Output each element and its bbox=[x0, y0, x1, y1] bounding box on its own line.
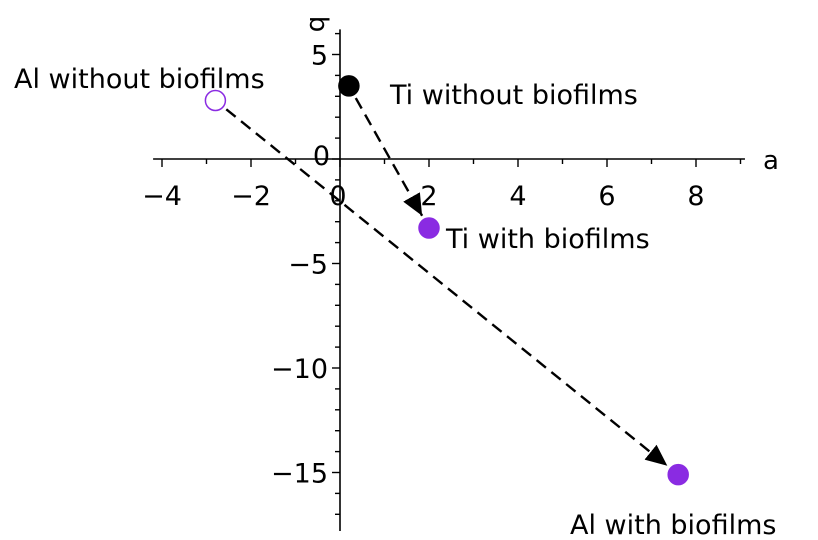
arrows bbox=[225, 97, 669, 467]
y-tick-label: −10 bbox=[271, 354, 328, 385]
y-tick-label: 0 bbox=[313, 141, 330, 172]
x-tick-label: 6 bbox=[598, 181, 615, 212]
data-point bbox=[338, 75, 360, 97]
data-point bbox=[667, 463, 689, 486]
point-labels: Al without biofilms Ti without biofilmsTi… bbox=[14, 64, 776, 540]
point-label: Al without biofilms bbox=[14, 64, 265, 95]
point-label: Ti without biofilms bbox=[389, 80, 638, 111]
dashed-arrow bbox=[354, 97, 424, 217]
data-points bbox=[204, 75, 689, 486]
data-point bbox=[418, 217, 440, 239]
x-tick-label: 2 bbox=[420, 181, 437, 212]
axes: −4 −2 0 2 4 6 8 −15 −10 −5 0 5 a b bbox=[142, 16, 779, 532]
x-tick-label: 4 bbox=[509, 181, 526, 212]
y-tick-label: 5 bbox=[311, 41, 328, 72]
point-label: Ti with biofilms bbox=[445, 224, 650, 255]
y-axis-title: b bbox=[303, 16, 333, 33]
data-point bbox=[204, 89, 227, 112]
x-tick-label: 8 bbox=[687, 181, 704, 212]
dashed-arrow bbox=[225, 108, 669, 467]
point-label: Al with biofilms bbox=[570, 510, 776, 540]
x-tick-label: 0 bbox=[329, 181, 346, 212]
y-tick-label: −5 bbox=[288, 250, 328, 281]
x-tick-label: −4 bbox=[142, 181, 182, 212]
y-tick-label: −15 bbox=[271, 459, 328, 490]
x-tick-label: −2 bbox=[231, 181, 271, 212]
x-axis-title: a bbox=[763, 146, 779, 176]
